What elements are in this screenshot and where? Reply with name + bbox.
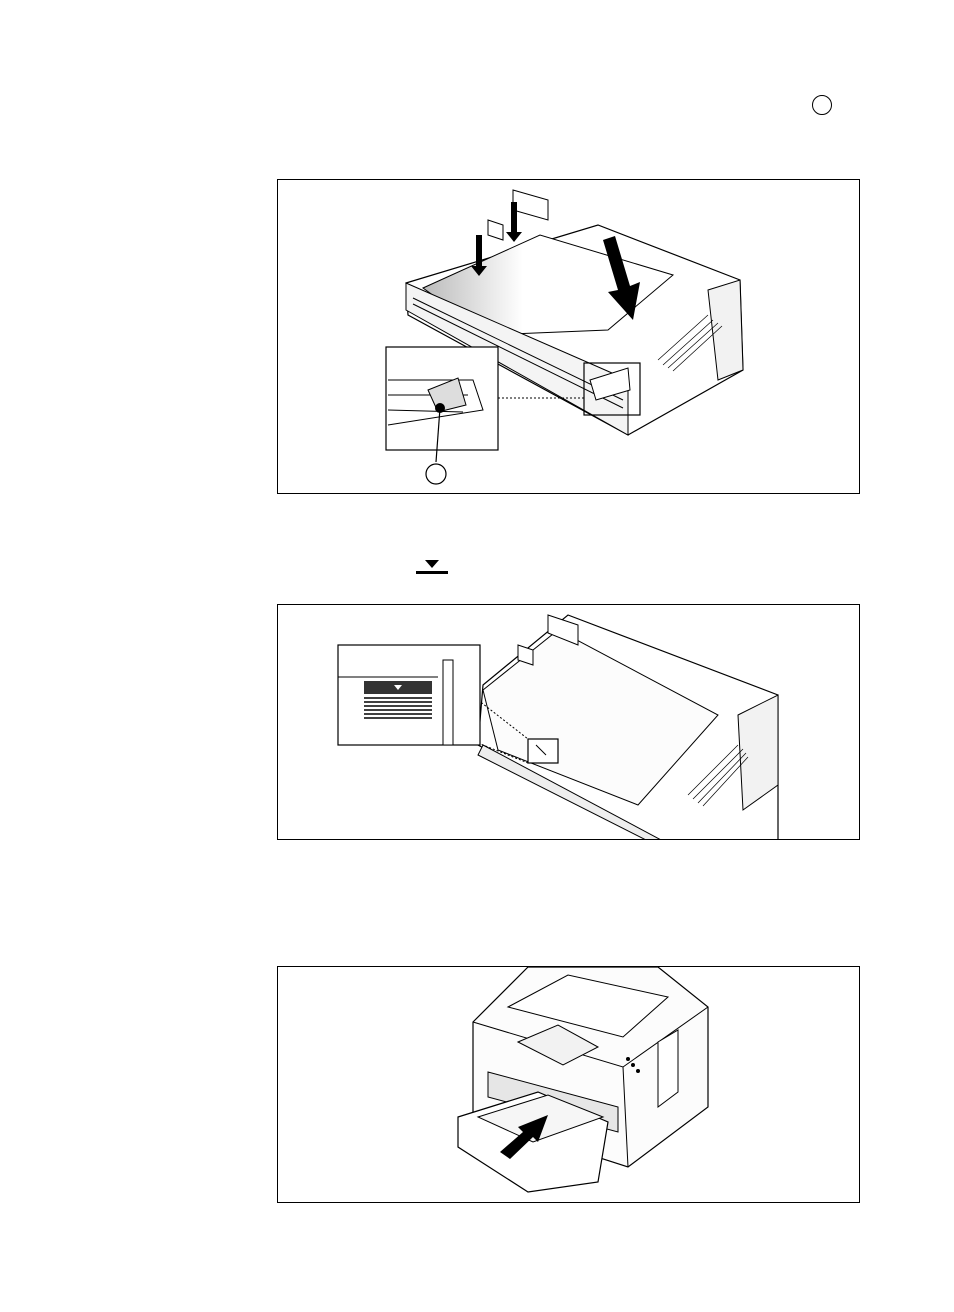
paper-tray-illustration	[278, 180, 860, 494]
callout-circle-icon	[812, 95, 832, 115]
paper-limit-mark-icon	[416, 558, 448, 578]
figure-paper-tray-loading	[277, 179, 860, 494]
figure-insert-tray-into-printer	[277, 966, 860, 1203]
figure-paper-limit-mark	[277, 604, 860, 840]
printer-illustration	[278, 967, 860, 1203]
paper-limit-illustration	[278, 605, 860, 840]
